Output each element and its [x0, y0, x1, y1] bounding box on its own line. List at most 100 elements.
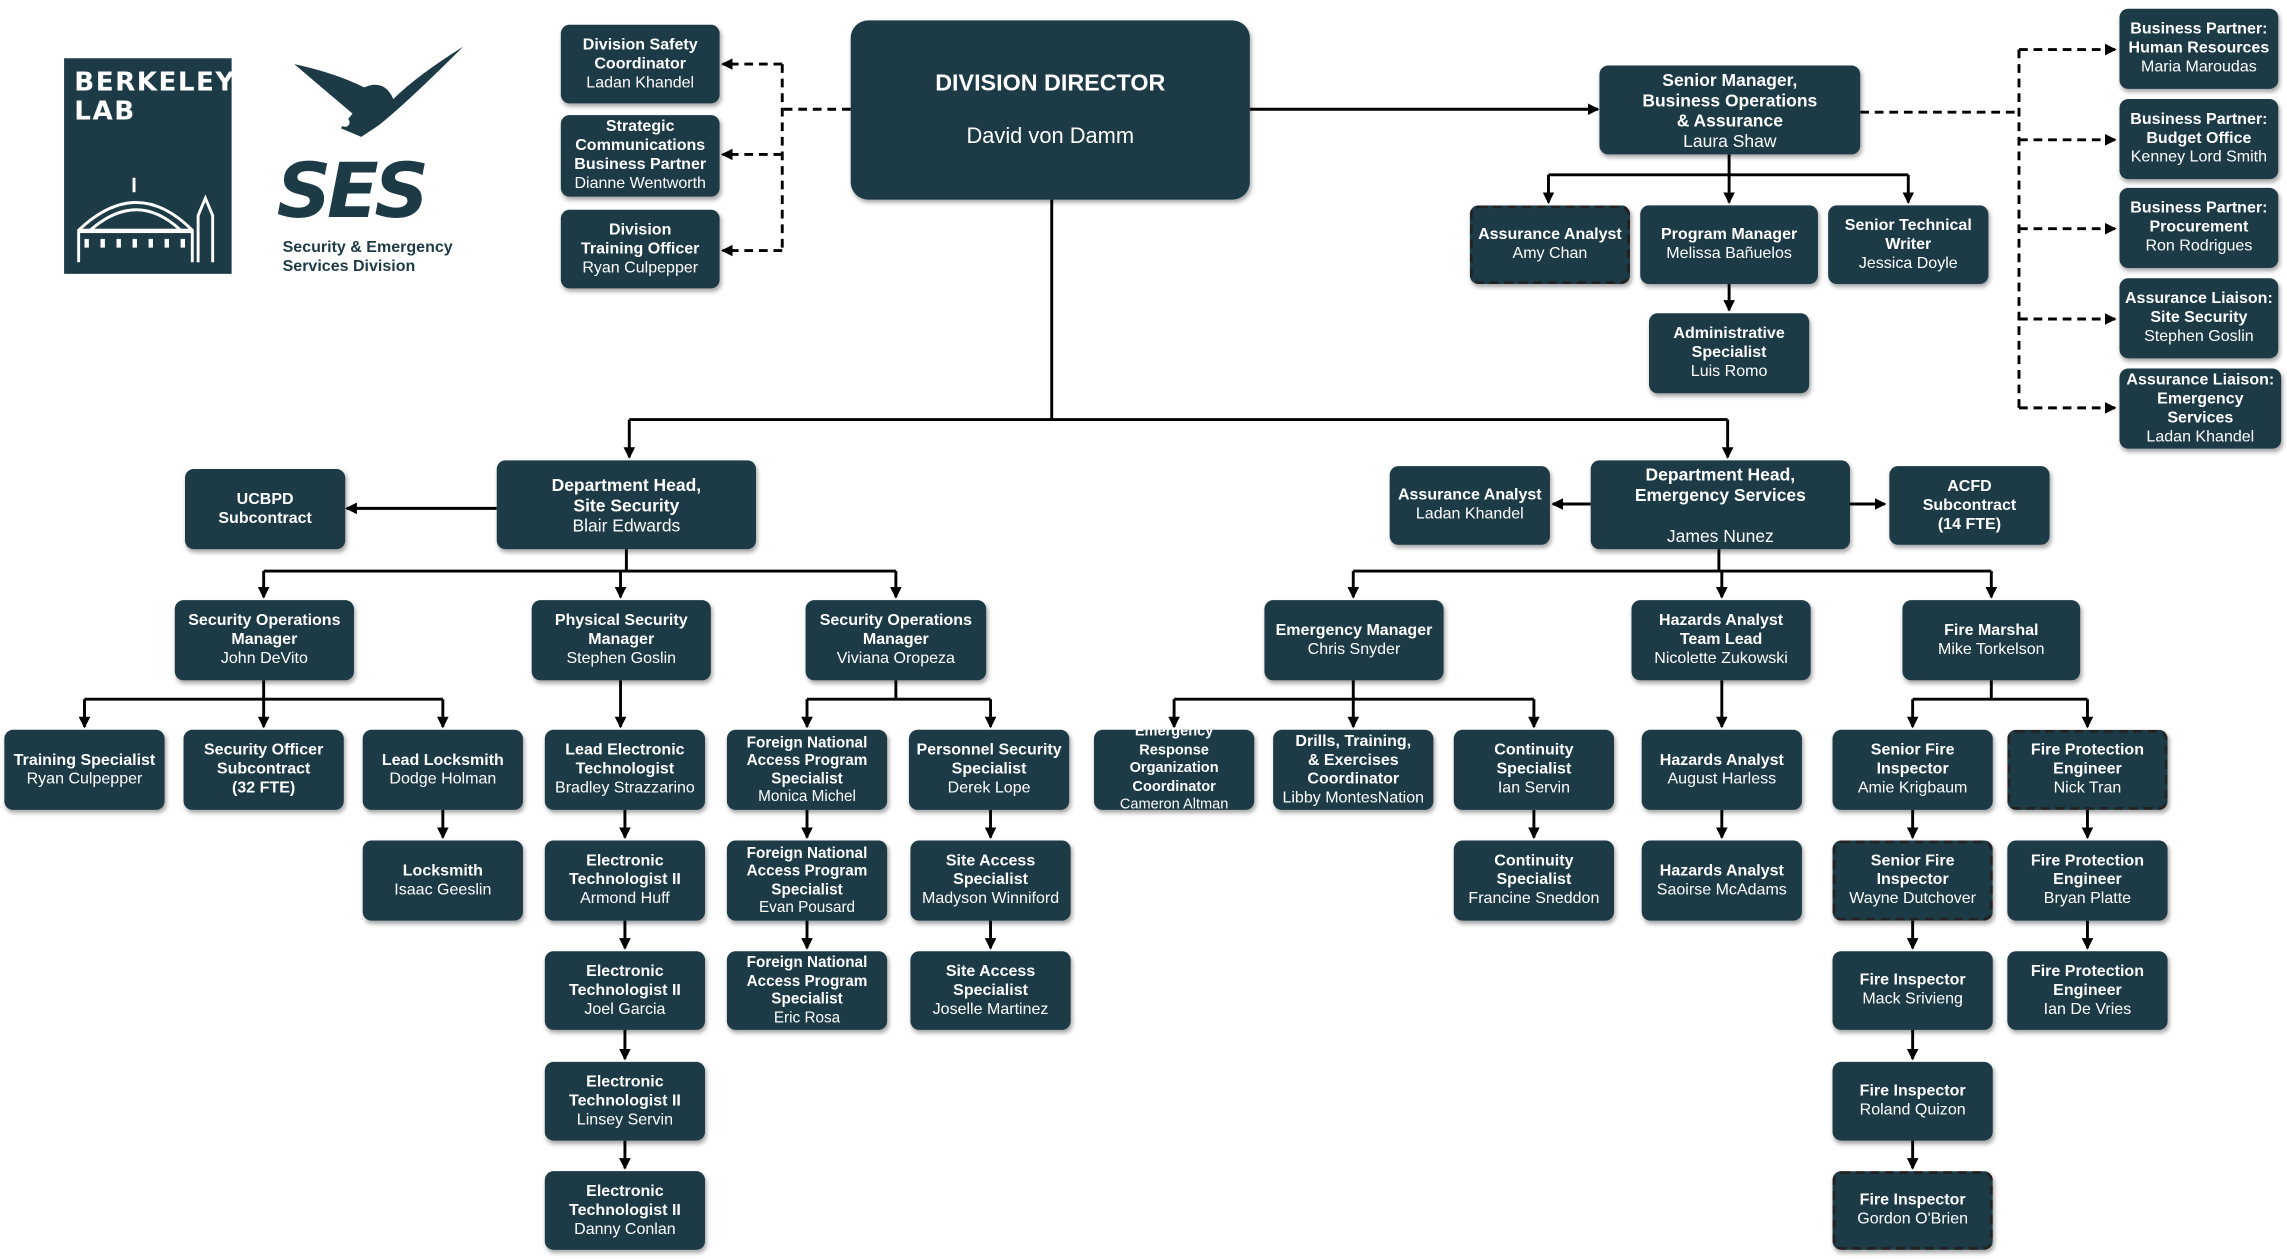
- assurance-analyst-amy[interactable]: Assurance Analyst Amy Chan: [1469, 205, 1631, 285]
- node-title: Fire Inspector: [1859, 1082, 1966, 1100]
- node-title: Personnel Security Specialist: [916, 741, 1062, 778]
- fire-protection-engineer-nick[interactable]: Fire Protection Engineer Nick Tran: [2007, 729, 2168, 810]
- department-head-emergency-services[interactable]: Department Head, Emergency Services Jame…: [1590, 460, 1851, 550]
- department-head-site-security[interactable]: Department Head, Site Security Blair Edw…: [496, 460, 757, 550]
- node-title: Department Head, Site Security: [551, 474, 702, 515]
- node-name: Wayne Dutchover: [1849, 890, 1977, 908]
- node-name: Dodge Holman: [389, 769, 497, 788]
- lead-locksmith[interactable]: Lead Locksmith Dodge Holman: [362, 729, 523, 810]
- node-title: ACFD Subcontract (14 FTE): [1922, 477, 2017, 533]
- electronic-technologist-danny[interactable]: Electronic Technologist II Danny Conlan: [544, 1171, 706, 1250]
- node-name: Jessica Doyle: [1858, 254, 1958, 272]
- node-title: Fire Inspector: [1859, 1191, 1966, 1210]
- node-title: DIVISION DIRECTOR: [935, 70, 1166, 96]
- node-name: Madyson Winniford: [921, 890, 1060, 908]
- foreign-national-specialist-eric[interactable]: Foreign National Access Program Speciali…: [726, 951, 888, 1030]
- division-training-officer[interactable]: Division Training Officer Ryan Culpepper: [560, 209, 720, 289]
- node-name: Derek Lope: [947, 779, 1031, 797]
- node-name: David von Damm: [966, 123, 1135, 148]
- fire-protection-engineer-bryan[interactable]: Fire Protection Engineer Bryan Platte: [2007, 840, 2168, 921]
- fire-inspector-mack[interactable]: Fire Inspector Mack Srivieng: [1832, 951, 1993, 1030]
- node-name: Eric Rosa: [773, 1008, 841, 1027]
- site-access-specialist-madyson[interactable]: Site Access Specialist Madyson Winniford: [910, 840, 1071, 921]
- node-name: John DeVito: [220, 649, 308, 668]
- node-name: Kenney Lord Smith: [2130, 148, 2268, 167]
- electronic-technologist-joel[interactable]: Electronic Technologist II Joel Garcia: [544, 951, 706, 1030]
- drills-training-exercises-coordinator[interactable]: Drills, Training, & Exercises Coordinato…: [1273, 729, 1434, 810]
- foreign-national-specialist-evan[interactable]: Foreign National Access Program Speciali…: [726, 840, 888, 921]
- strategic-communications-partner[interactable]: Strategic Communications Business Partne…: [560, 115, 720, 197]
- node-name: James Nunez: [1666, 525, 1774, 546]
- emergency-manager[interactable]: Emergency Manager Chris Snyder: [1264, 600, 1444, 681]
- node-title: Business Partner: Human Resources: [2128, 20, 2270, 57]
- node-title: Fire Protection Engineer: [2030, 962, 2144, 999]
- node-name: Ian Servin: [1497, 779, 1570, 797]
- eagle-icon: [294, 46, 464, 137]
- site-access-specialist-joselle[interactable]: Site Access Specialist Joselle Martinez: [910, 951, 1071, 1030]
- senior-manager-business-ops[interactable]: Senior Manager, Business Operations & As…: [1599, 65, 1861, 155]
- node-title: Administrative Specialist: [1673, 324, 1785, 362]
- node-title: Senior Manager, Business Operations & As…: [1642, 69, 1818, 131]
- hazards-analyst-team-lead[interactable]: Hazards Analyst Team Lead Nicolette Zuko…: [1631, 600, 1811, 681]
- berkeley-lab-building-icon: [77, 177, 215, 263]
- training-specialist[interactable]: Training Specialist Ryan Culpepper: [4, 729, 165, 810]
- node-title: Security Operations Manager: [819, 611, 973, 649]
- administrative-specialist[interactable]: Administrative Specialist Luis Romo: [1648, 313, 1810, 394]
- program-manager[interactable]: Program Manager Melissa Bañuelos: [1640, 205, 1818, 285]
- ucbpd-subcontract[interactable]: UCBPD Subcontract: [185, 469, 346, 550]
- ses-logo: SES Security & Emergency Services Divisi…: [277, 44, 466, 284]
- electronic-technologist-armond[interactable]: Electronic Technologist II Armond Huff: [544, 840, 706, 921]
- security-officer-subcontract[interactable]: Security Officer Subcontract (32 FTE): [183, 729, 344, 810]
- node-title: Emergency Response Organization Coordina…: [1129, 724, 1219, 795]
- node-name: Monica Michel: [758, 788, 856, 806]
- node-name: Ryan Culpepper: [26, 769, 143, 788]
- node-title: Hazards Analyst: [1659, 861, 1784, 880]
- senior-technical-writer[interactable]: Senior Technical Writer Jessica Doyle: [1828, 205, 1989, 285]
- assurance-liaison-site-security[interactable]: Assurance Liaison: Site Security Stephen…: [2119, 278, 2279, 359]
- node-title: Assurance Liaison: Site Security: [2124, 289, 2273, 327]
- locksmith[interactable]: Locksmith Isaac Geeslin: [362, 840, 523, 921]
- acfd-subcontract[interactable]: ACFD Subcontract (14 FTE): [1889, 466, 2050, 545]
- node-title: Site Access Specialist: [945, 962, 1036, 999]
- node-title: Foreign National Access Program Speciali…: [746, 844, 868, 899]
- electronic-technologist-linsey[interactable]: Electronic Technologist II Linsey Servin: [544, 1061, 706, 1141]
- node-title: Electronic Technologist II: [568, 962, 681, 999]
- division-director[interactable]: DIVISION DIRECTOR David von Damm: [850, 20, 1250, 200]
- node-name: Armond Huff: [580, 890, 670, 908]
- fire-inspector-gordon[interactable]: Fire Inspector Gordon O'Brien: [1832, 1171, 1993, 1250]
- senior-fire-inspector-amie[interactable]: Senior Fire Inspector Amie Krigbaum: [1832, 729, 1993, 810]
- continuity-specialist-francine[interactable]: Continuity Specialist Francine Sneddon: [1453, 840, 1615, 921]
- personnel-security-specialist[interactable]: Personnel Security Specialist Derek Lope: [908, 729, 1070, 810]
- node-title: Senior Fire Inspector: [1870, 741, 1955, 778]
- node-title: Program Manager: [1660, 225, 1798, 244]
- node-name: Francine Sneddon: [1468, 890, 1600, 908]
- fire-protection-engineer-ian[interactable]: Fire Protection Engineer Ian De Vries: [2007, 951, 2168, 1030]
- fire-inspector-roland[interactable]: Fire Inspector Roland Quizon: [1832, 1061, 1993, 1141]
- node-name: Isaac Geeslin: [394, 880, 492, 899]
- node-name: Luis Romo: [1690, 362, 1768, 381]
- security-operations-manager-viviana[interactable]: Security Operations Manager Viviana Orop…: [805, 600, 987, 681]
- continuity-specialist-ian[interactable]: Continuity Specialist Ian Servin: [1453, 729, 1615, 810]
- foreign-national-specialist-monica[interactable]: Foreign National Access Program Speciali…: [726, 729, 888, 810]
- physical-security-manager[interactable]: Physical Security Manager Stephen Goslin: [531, 600, 711, 681]
- lead-electronic-technologist[interactable]: Lead Electronic Technologist Bradley Str…: [544, 729, 706, 810]
- node-title: Fire Inspector: [1859, 971, 1966, 990]
- fire-marshal[interactable]: Fire Marshal Mike Torkelson: [1902, 600, 2081, 681]
- berkeley-lab-logo: BERKELEY LAB: [64, 58, 234, 274]
- node-title: Site Access Specialist: [945, 852, 1036, 889]
- node-title: Continuity Specialist: [1494, 741, 1574, 778]
- hazards-analyst-august[interactable]: Hazards Analyst August Harless: [1641, 729, 1802, 810]
- berkeley-lab-wordmark: BERKELEY LAB: [74, 67, 236, 127]
- assurance-analyst-ladan[interactable]: Assurance Analyst Ladan Khandel: [1389, 466, 1550, 545]
- business-partner-procurement[interactable]: Business Partner: Procurement Ron Rodrig…: [2119, 187, 2279, 269]
- assurance-liaison-emergency[interactable]: Assurance Liaison: Emergency Services La…: [2119, 368, 2282, 449]
- hazards-analyst-saoirse[interactable]: Hazards Analyst Saoirse McAdams: [1641, 840, 1802, 921]
- ero-coordinator[interactable]: Emergency Response Organization Coordina…: [1093, 724, 1255, 813]
- senior-fire-inspector-wayne[interactable]: Senior Fire Inspector Wayne Dutchover: [1832, 840, 1993, 921]
- business-partner-budget[interactable]: Business Partner: Budget Office Kenney L…: [2119, 99, 2279, 180]
- business-partner-hr[interactable]: Business Partner: Human Resources Maria …: [2119, 8, 2279, 89]
- security-operations-manager-john[interactable]: Security Operations Manager John DeVito: [174, 600, 354, 681]
- division-safety-coordinator[interactable]: Division Safety Coordinator Ladan Khande…: [560, 24, 720, 104]
